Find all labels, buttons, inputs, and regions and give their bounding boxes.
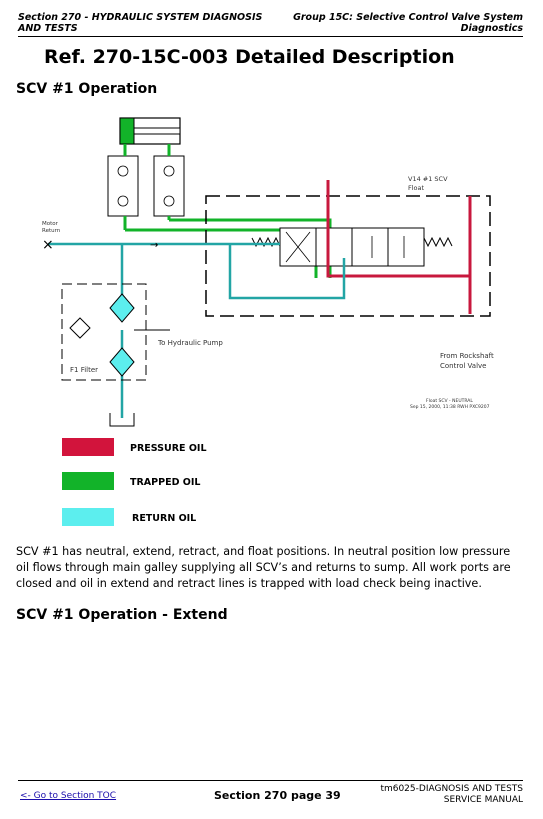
- rockshaft-label: From Rockshaft Control Valve: [440, 352, 496, 370]
- header-section-title: Section 270 - HYDRAULIC SYSTEM DIAGNOSIS…: [18, 12, 263, 34]
- return-oil-lines: [48, 242, 346, 418]
- filter-element-lower: [109, 347, 135, 377]
- caption-line2: Sep 15, 2000, 11:38 RWH PXC9207: [410, 404, 490, 410]
- valve-spool: [279, 227, 425, 267]
- motor-return-cross: ×: [42, 237, 54, 253]
- load-check-left: [107, 155, 139, 217]
- manual-id-line1: tm6025-DIAGNOSIS AND TESTS: [380, 784, 523, 794]
- cylinder-piston: [119, 117, 135, 145]
- motor-return-label: Motor Return: [42, 221, 61, 234]
- manual-id-line2: SERVICE MANUAL: [443, 795, 523, 805]
- section-toc-link[interactable]: <- Go to Section TOC: [20, 791, 117, 801]
- header-divider: [18, 36, 523, 37]
- hydraulic-pump-label: To Hydraulic Pump: [157, 339, 223, 347]
- legend-swatch-pressure: [62, 438, 114, 456]
- valve-spring-right: [423, 236, 453, 248]
- header-group-title: Group 15C: Selective Control Valve Syste…: [283, 12, 523, 34]
- cylinder-rod: [133, 127, 181, 135]
- section-heading-extend: SCV #1 Operation - Extend: [16, 607, 228, 623]
- legend-label-pressure: PRESSURE OIL: [130, 443, 207, 454]
- section-heading-operation: SCV #1 Operation: [16, 81, 158, 97]
- return-flow-arrow: →: [150, 240, 158, 251]
- legend-swatch-return: [62, 508, 114, 526]
- rockshaft-line2: Control Valve: [440, 362, 486, 370]
- motor-return-line2: Return: [42, 228, 61, 234]
- page-number: Section 270 page 39: [214, 789, 341, 802]
- rockshaft-line1: From Rockshaft: [440, 352, 494, 360]
- valve-label-line1: V14 #1 SCV: [408, 175, 448, 183]
- legend: PRESSURE OIL TRAPPED OIL RETURN OIL: [62, 438, 207, 526]
- filter-element-upper: [109, 293, 135, 323]
- footer-divider: [18, 780, 523, 781]
- valve-label: V14 #1 SCV Float: [408, 175, 450, 192]
- filter-label: F1 Filter: [70, 366, 98, 374]
- manual-id: tm6025-DIAGNOSIS AND TESTS SERVICE MANUA…: [323, 784, 523, 806]
- legend-label-return: RETURN OIL: [132, 513, 196, 524]
- legend-swatch-trapped: [62, 472, 114, 490]
- caption-line1: Float SCV - NEUTRAL: [426, 398, 473, 404]
- valve-housing: [205, 195, 491, 317]
- pressure-oil-lines: [326, 180, 472, 314]
- header-group-line1: Group 15C: Selective Control Valve Syste…: [293, 12, 523, 23]
- diagram-caption: Float SCV - NEUTRAL Sep 15, 2000, 11:38 …: [410, 398, 490, 410]
- description-paragraph: SCV #1 has neutral, extend, retract, and…: [16, 545, 511, 590]
- page-title: Ref. 270-15C-003 Detailed Description: [44, 46, 455, 68]
- legend-label-trapped: TRAPPED OIL: [130, 477, 200, 488]
- header-group-line2: Diagnostics: [460, 23, 523, 34]
- motor-return-line1: Motor: [42, 221, 59, 227]
- valve-label-line2: Float: [408, 184, 425, 192]
- hydraulic-schematic: → × Motor Return V14 #1 SCV Float To Hyd…: [42, 117, 496, 526]
- filter-bypass: [69, 317, 91, 339]
- sump-symbol: [109, 413, 135, 427]
- load-check-right: [153, 155, 185, 217]
